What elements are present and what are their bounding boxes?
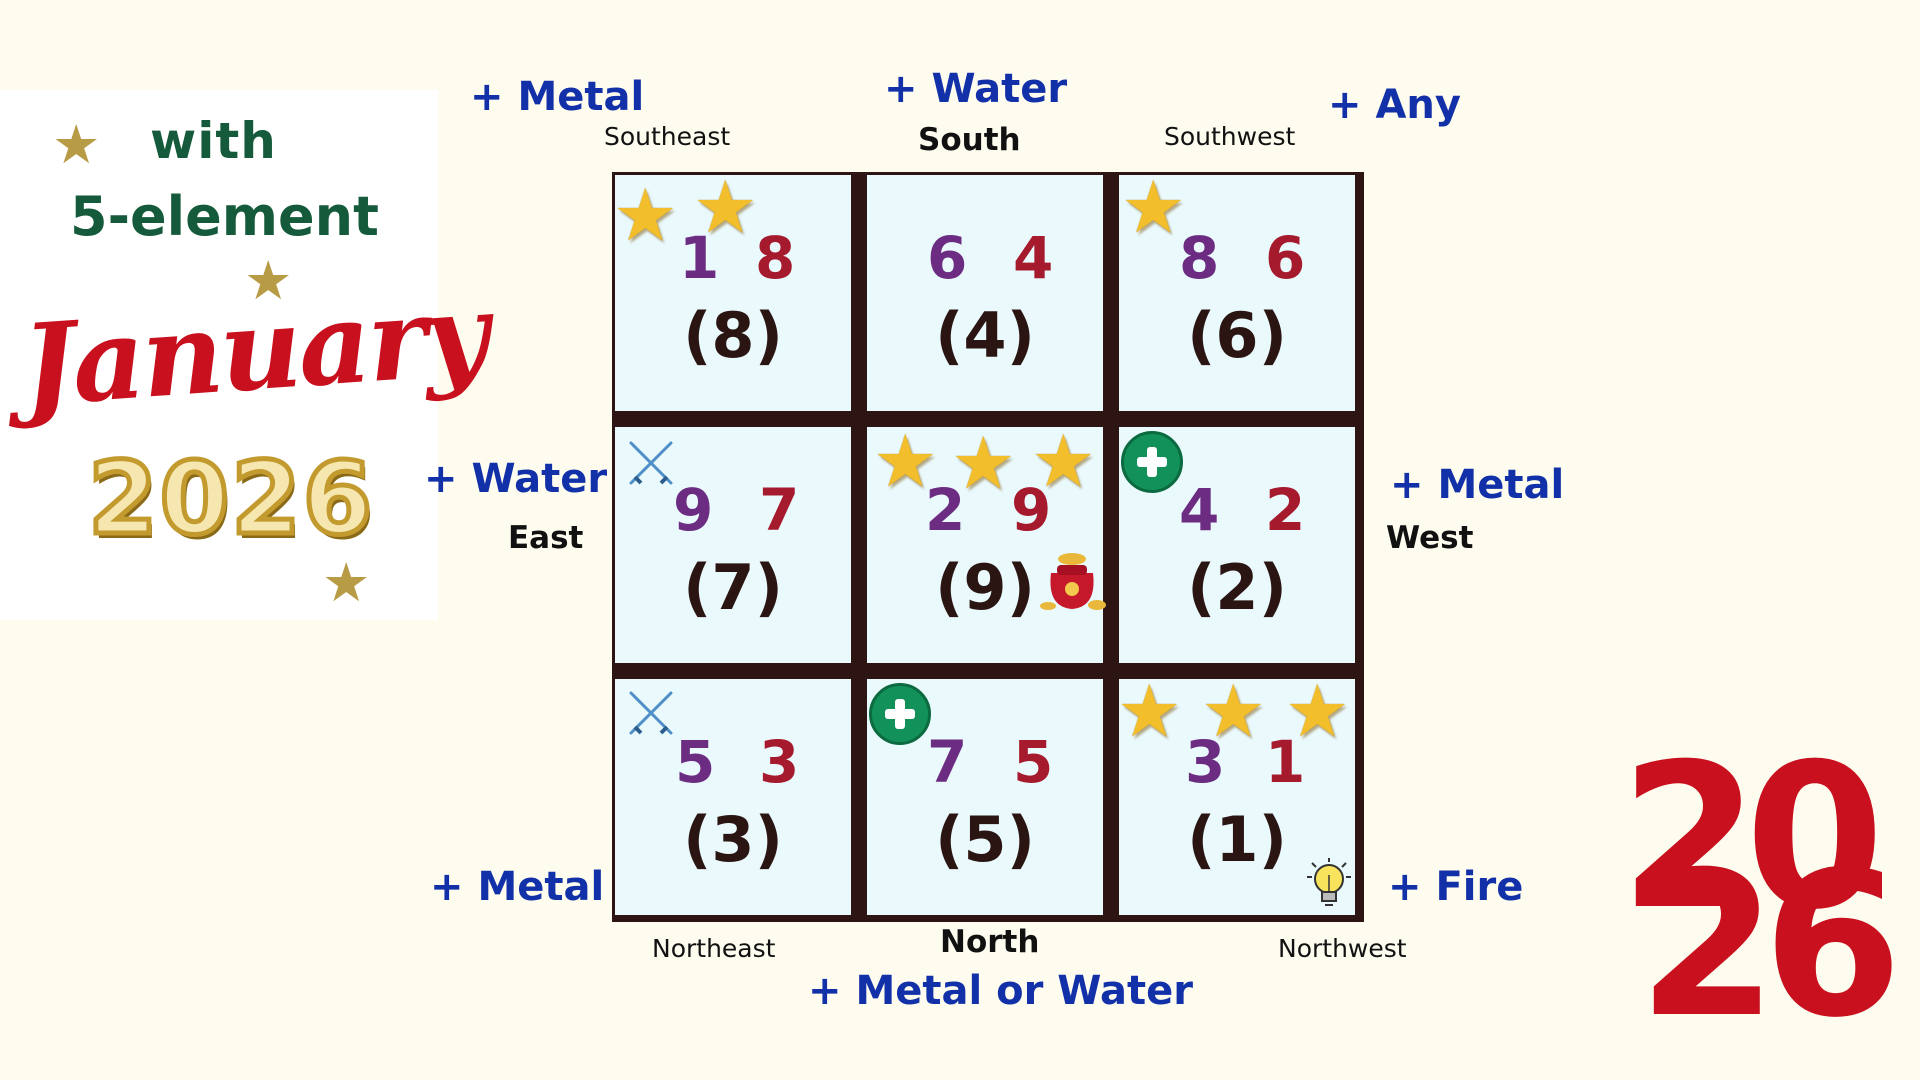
direction-southwest: Southwest [1164, 122, 1296, 151]
base-star-number: (4) [935, 299, 1035, 372]
health-cross-icon [869, 683, 931, 745]
monthly-star-number: 1 [1265, 728, 1306, 796]
monthly-star-number: 3 [759, 728, 800, 796]
grid-cell-northeast: 5 3 (3) [612, 676, 854, 918]
money-pot-icon [1040, 553, 1106, 610]
title-year: 2026 [85, 438, 375, 560]
star-icon: ★ [1121, 165, 1186, 249]
base-star-number: (7) [683, 551, 783, 624]
element-northwest: + Fire [1388, 864, 1524, 910]
light-bulb-icon [1307, 858, 1351, 906]
monthly-star-number: 2 [1265, 476, 1306, 544]
monthly-star-number: 9 [1011, 476, 1052, 544]
base-star-number: (6) [1187, 299, 1287, 372]
health-cross-icon [1121, 431, 1183, 493]
grid-cell-southwest: ★ 8 6 (6) [1116, 165, 1358, 414]
element-northeast: + Metal [430, 864, 605, 910]
title-five-element: 5-element [70, 185, 379, 248]
decorative-star-icon: ★ [52, 113, 101, 176]
monthly-star-number: 4 [1013, 224, 1054, 292]
star-icon: ★ [1285, 669, 1350, 753]
big-year-bottom: 26 [1638, 829, 1902, 1062]
crossed-swords-icon [629, 691, 673, 735]
monthly-star-number: 6 [1265, 224, 1306, 292]
star-icon: ★ [1031, 419, 1096, 503]
base-star-number: (1) [1187, 803, 1287, 876]
annual-star-number: 1 [679, 224, 720, 292]
direction-south: South [918, 122, 1021, 158]
annual-star-number: 2 [925, 476, 966, 544]
star-icon: ★ [951, 421, 1016, 505]
star-icon: ★ [613, 173, 678, 257]
monthly-star-number: 8 [755, 224, 796, 292]
direction-southeast: Southeast [604, 122, 731, 151]
grid-cell-south: 6 4 (4) [864, 172, 1106, 414]
direction-west: West [1386, 520, 1474, 556]
direction-east: East [508, 520, 584, 556]
direction-north: North [940, 924, 1040, 960]
monthly-star-number: 7 [759, 476, 800, 544]
annual-star-number: 6 [927, 224, 968, 292]
base-star-number: (3) [683, 803, 783, 876]
element-east: + Water [424, 456, 608, 502]
annual-star-number: 5 [675, 728, 716, 796]
element-north: + Metal or Water [808, 968, 1193, 1014]
monthly-star-number: 5 [1013, 728, 1054, 796]
annual-star-number: 7 [927, 728, 968, 796]
annual-star-number: 9 [673, 476, 714, 544]
decorative-star-icon: ★ [244, 249, 293, 312]
star-icon: ★ [1201, 669, 1266, 753]
crossed-swords-icon [629, 441, 673, 485]
decorative-star-icon: ★ [322, 551, 371, 614]
star-icon: ★ [873, 419, 938, 503]
annual-star-number: 8 [1179, 224, 1220, 292]
grid-cell-northwest: ★ ★ ★ 3 1 (1) [1116, 669, 1358, 918]
annual-star-number: 4 [1179, 476, 1220, 544]
grid-cell-north: 7 5 (5) [864, 676, 1106, 918]
base-star-number: (8) [683, 299, 783, 372]
element-southwest: + Any [1328, 82, 1461, 128]
flying-star-grid: ★ ★ 1 8 (8) 6 4 (4) ★ 8 6 (6) 9 7 (7) ★ … [612, 165, 1364, 922]
element-southeast: + Metal [470, 74, 645, 120]
grid-cell-east: 9 7 (7) [612, 424, 854, 666]
base-star-number: (5) [935, 803, 1035, 876]
direction-northeast: Northeast [652, 934, 776, 963]
star-icon: ★ [693, 165, 758, 249]
element-south: + Water [884, 66, 1068, 112]
grid-cell-center: ★ ★ ★ 2 9 (9) [864, 424, 1106, 666]
big-year-top: 20 [1620, 721, 1884, 954]
title-with: with [150, 112, 277, 170]
base-star-number: (9) [935, 551, 1035, 624]
direction-northwest: Northwest [1278, 934, 1407, 963]
star-icon: ★ [1117, 669, 1182, 753]
grid-cell-west: 4 2 (2) [1116, 424, 1358, 666]
element-west: + Metal [1390, 462, 1565, 508]
annual-star-number: 3 [1185, 728, 1226, 796]
title-panel [0, 90, 438, 620]
base-star-number: (2) [1187, 551, 1287, 624]
grid-cell-southeast: ★ ★ 1 8 (8) [612, 165, 854, 414]
